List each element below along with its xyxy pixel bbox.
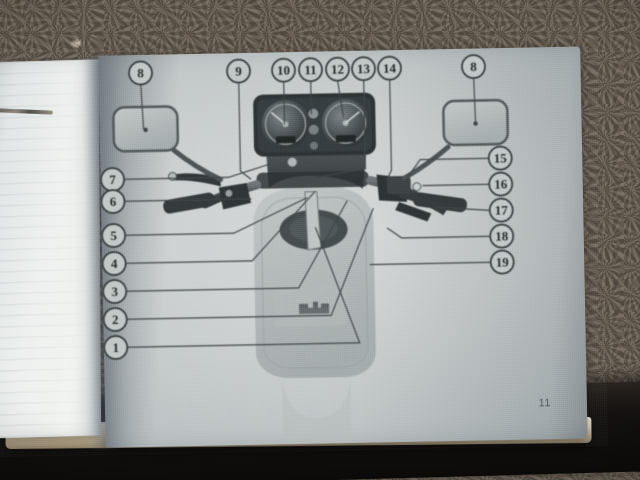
- callout-3: 3: [102, 279, 128, 304]
- clutch-lever: [174, 173, 221, 187]
- callout-label: 17: [495, 203, 509, 218]
- callout-label: 6: [110, 194, 117, 209]
- callout-bubbles: 9 10 11 12 13 14 8 8 7 6 5 4 3 2 1 15 16 17 18 19: [100, 54, 515, 360]
- callout-leader-lines: [123, 78, 491, 348]
- callout-17: 17: [488, 197, 514, 223]
- callout-10: 10: [271, 57, 296, 83]
- left-mirror: [112, 105, 224, 182]
- callout-label: 13: [357, 61, 371, 76]
- instrument-cluster: [253, 92, 376, 168]
- callout-label: 19: [496, 255, 510, 270]
- callout-label: 15: [494, 151, 508, 166]
- callout-label: 7: [109, 172, 116, 187]
- callout-label: 10: [277, 63, 290, 78]
- callout-5: 5: [101, 223, 126, 248]
- tank-emblem: [298, 301, 330, 314]
- callout-label: 18: [495, 229, 509, 244]
- callout-label: 3: [111, 284, 118, 299]
- callout-19: 19: [489, 249, 515, 275]
- callout-11: 11: [298, 57, 323, 83]
- handlebar-assembly: [163, 171, 468, 222]
- callout-label: 16: [494, 177, 508, 192]
- callout-8: 8: [128, 60, 153, 86]
- callout-label: 4: [111, 256, 118, 271]
- callout-14: 14: [377, 55, 402, 81]
- callout-label: 8: [137, 66, 144, 81]
- callout-6: 6: [100, 189, 126, 214]
- callout-label: 5: [110, 228, 117, 243]
- callout-16: 16: [488, 171, 514, 197]
- open-manual-book: 9 10 11 12 13 14 8 8 7 6 5 4 3 2 1 15 16 17 18 19 11: [0, 46, 608, 458]
- callout-label: 8: [470, 59, 477, 74]
- callout-1: 1: [103, 335, 129, 360]
- left-grip: [163, 192, 215, 214]
- callout-label: 2: [112, 312, 119, 327]
- page-number: 11: [538, 397, 552, 410]
- front-fender: [282, 371, 352, 445]
- callout-7: 7: [100, 167, 125, 192]
- front-brake-lever: [398, 190, 448, 216]
- show-through-text: [0, 59, 92, 439]
- callout-15: 15: [487, 145, 513, 171]
- callout-label: 14: [383, 61, 397, 76]
- callout-label: 9: [235, 64, 242, 79]
- right-page: 9 10 11 12 13 14 8 8 7 6 5 4 3 2 1 15 16 17 18 19 11: [98, 46, 588, 448]
- callout-label: 11: [304, 62, 317, 77]
- callout-2: 2: [102, 307, 128, 332]
- callout-4: 4: [101, 251, 127, 276]
- callout-label: 1: [112, 340, 119, 355]
- callout-12: 12: [325, 56, 350, 82]
- callout-8: 8: [461, 54, 486, 79]
- handlebar-controls-diagram: 9 10 11 12 13 14 8 8 7 6 5 4 3 2 1 15 16 17 18 19: [98, 47, 587, 448]
- callout-13: 13: [351, 56, 376, 82]
- callout-9: 9: [226, 58, 251, 84]
- callout-label: 12: [331, 62, 344, 77]
- callout-18: 18: [489, 223, 515, 249]
